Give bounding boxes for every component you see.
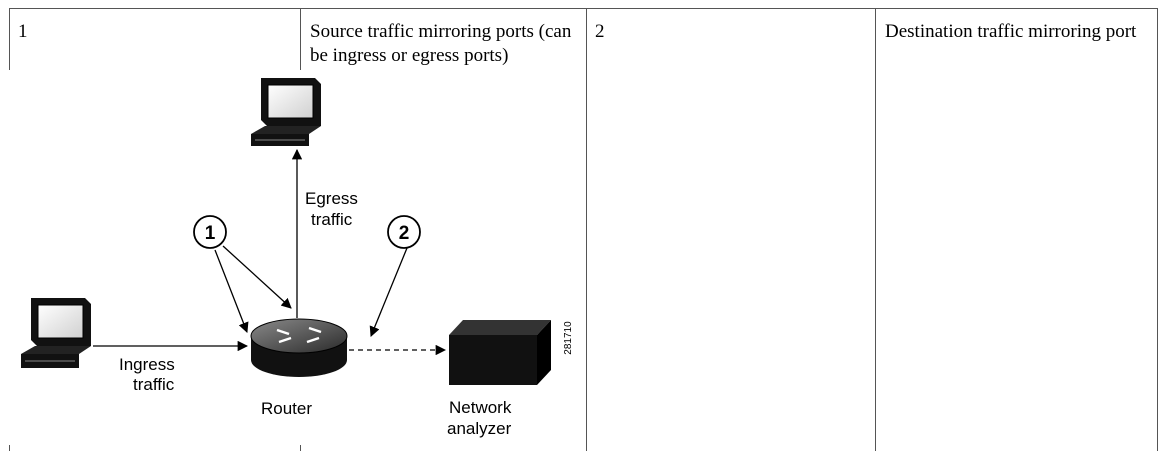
column-divider-3 (875, 8, 876, 451)
ingress-host-computer-icon (21, 298, 91, 368)
column-divider-2 (586, 8, 587, 451)
figure-id-label: 281710 (563, 321, 574, 355)
callout-2-badge: 2 (387, 215, 421, 249)
callout-1-badge: 1 (193, 215, 227, 249)
router-icon (250, 318, 348, 377)
table-right-border (1157, 8, 1158, 451)
router-label: Router (261, 399, 312, 418)
table-top-border (9, 8, 1158, 9)
cell-callout-1: 1 (18, 21, 28, 42)
analyzer-label-line-2: analyzer (447, 419, 512, 438)
analyzer-label-line-1: Network (449, 398, 512, 417)
network-analyzer-icon (449, 320, 551, 385)
callout-2-label: 2 (399, 223, 410, 244)
cell-destination-port-description: Destination traffic mirroring port (885, 21, 1137, 42)
ingress-label-line-2: traffic (133, 375, 175, 394)
callout-2-pointer (369, 247, 408, 337)
egress-label-line-2: traffic (311, 210, 353, 229)
egress-label-line-1: Egress (305, 189, 358, 208)
callout-1-pointer-egress (222, 245, 292, 309)
traffic-mirroring-diagram: 1 2 Egress traffic Ingress traffic Route… (9, 70, 581, 445)
ingress-label-line-1: Ingress (119, 355, 175, 374)
callout-1-pointer-ingress (214, 249, 249, 333)
cell-source-ports-description: Source traffic mirroring ports (can be i… (310, 21, 572, 66)
cell-callout-2: 2 (595, 21, 605, 42)
callout-1-label: 1 (205, 223, 216, 244)
egress-host-computer-icon (251, 78, 321, 146)
